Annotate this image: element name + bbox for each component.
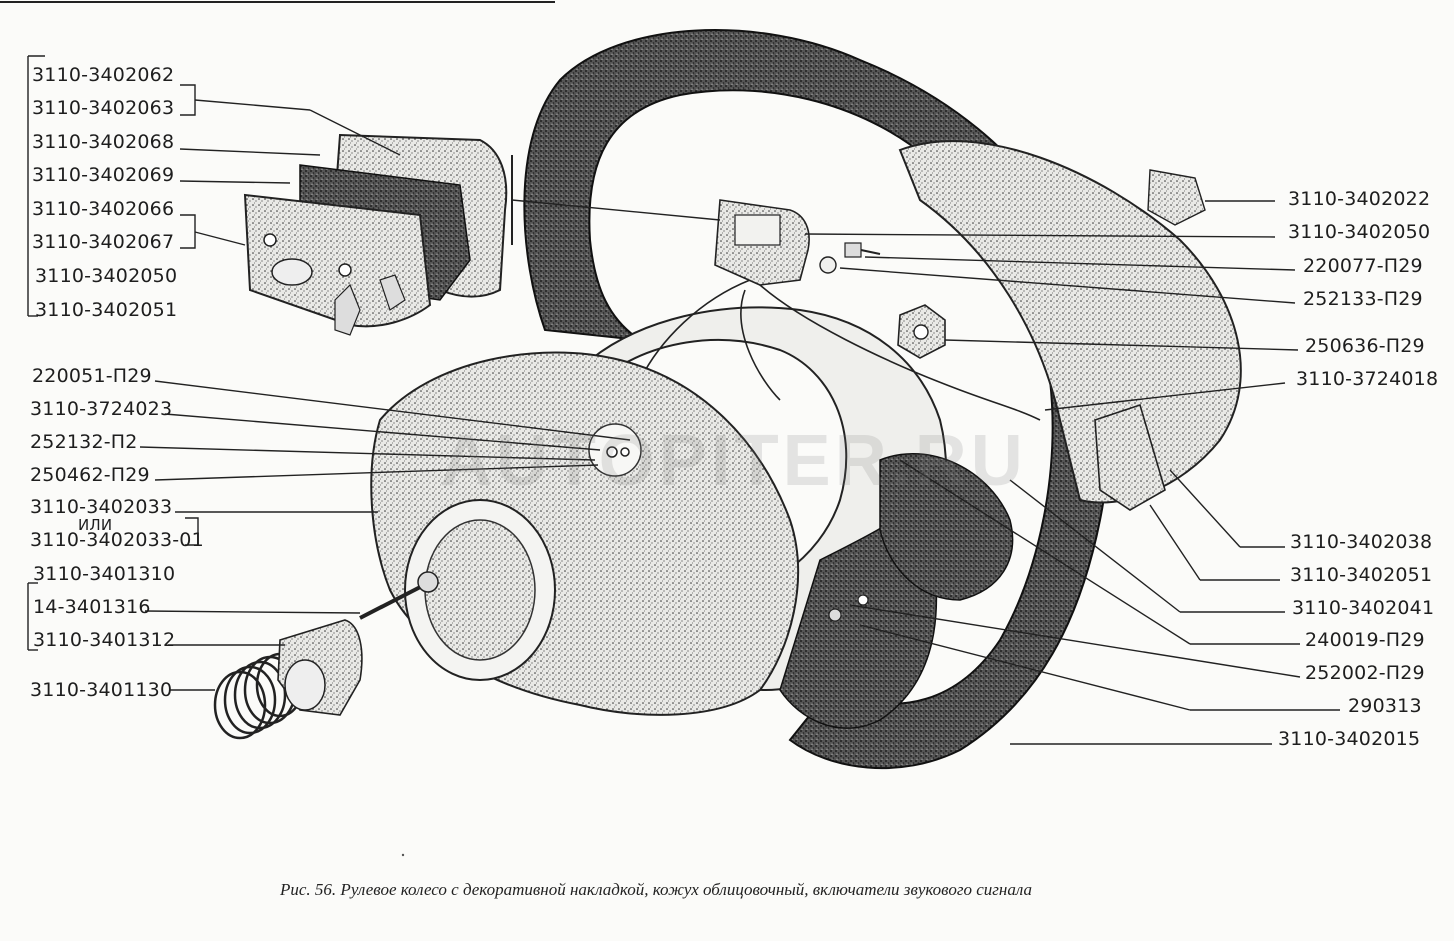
figure-caption: Рис. 56. Рулевое колесо с декоративной н… [280, 880, 1032, 899]
small-horn-switch [714, 169, 1206, 511]
decorative-cover [370, 351, 800, 716]
right-label: 252133-П29 [1303, 288, 1423, 310]
left-label: 252132-П2 [30, 431, 138, 453]
right-label: 250636-П29 [1305, 335, 1425, 357]
horn-switch-assembly [243, 133, 513, 336]
left-label: 3110-3402069 [32, 164, 175, 186]
right-label: 3110-3402051 [1290, 564, 1433, 586]
left-label: 3110-3402051 [35, 299, 178, 321]
wiring [639, 279, 1041, 421]
fasteners [819, 242, 946, 622]
left-label: 3110-3402033-01 [30, 529, 204, 551]
left-label: 3110-3402050 [35, 265, 178, 287]
watermark: AUTOPITER.RU [440, 421, 1027, 501]
right-label: 3110-3402050 [1288, 221, 1431, 243]
print-dot [401, 853, 405, 857]
left-label: 3110-3402063 [32, 97, 175, 119]
left-label-or: ИЛИ [78, 516, 113, 534]
steering-wheel-rim [523, 29, 1112, 770]
right-label: 290313 [1348, 695, 1422, 717]
leader-lines [27, 55, 1340, 745]
horn-contact-parts [213, 571, 439, 740]
left-label: 3110-3401312 [33, 629, 176, 651]
left-label: 220051-П29 [32, 365, 152, 387]
left-label: 3110-3402068 [32, 131, 175, 153]
left-label: 3110-3724023 [30, 398, 173, 420]
right-label: 3110-3724018 [1296, 368, 1439, 390]
right-label: 3110-3402041 [1292, 597, 1435, 619]
left-label: 3110-3402067 [32, 231, 175, 253]
left-label: 3110-3402062 [32, 64, 175, 86]
right-label: 3110-3402022 [1288, 188, 1431, 210]
left-label: 14-3401316 [33, 596, 151, 618]
left-label: 250462-П29 [30, 464, 150, 486]
right-label: 3110-3402015 [1278, 728, 1421, 750]
left-label: 3110-3402033 [30, 496, 173, 518]
right-label: 220077-П29 [1303, 255, 1423, 277]
left-label: 3110-3402066 [32, 198, 175, 220]
left-label: 3110-3401130 [30, 679, 173, 701]
right-label: 252002-П29 [1305, 662, 1425, 684]
right-label: 240019-П29 [1305, 629, 1425, 651]
left-label: 3110-3401310 [33, 563, 176, 585]
right-label: 3110-3402038 [1290, 531, 1433, 553]
steering-wheel-hub [588, 140, 1242, 729]
